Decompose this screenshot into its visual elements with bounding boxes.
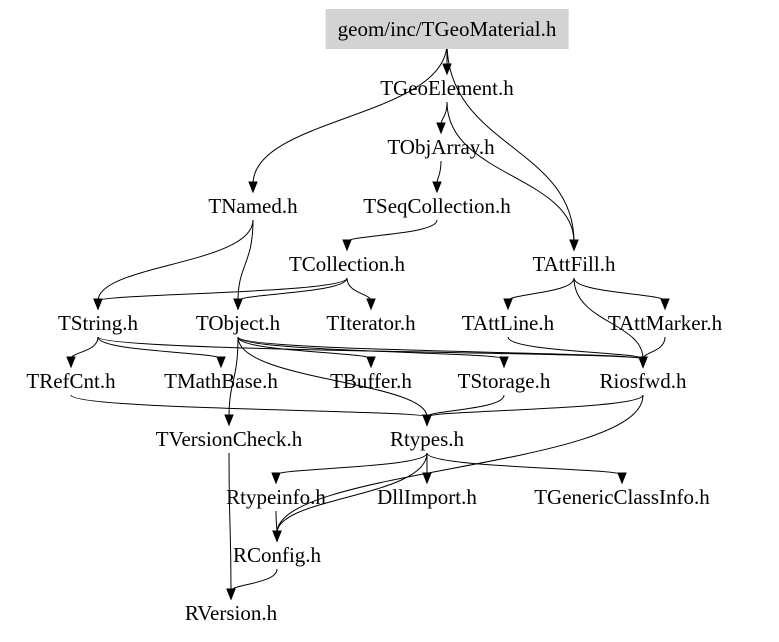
graph-node[interactable]: Rtypes.h xyxy=(389,427,465,451)
graph-node[interactable]: Rtypeinfo.h xyxy=(226,485,326,509)
edge-Riosfwd-Rtypes xyxy=(426,394,644,418)
edge-Rtypes-TGenericClassInfo xyxy=(426,452,623,476)
edge-root-TNamed xyxy=(252,42,448,185)
arrowhead-icon xyxy=(226,588,236,601)
edge-TCollection-TString xyxy=(97,277,348,302)
arrowhead-icon xyxy=(233,298,243,311)
edge-TString-TMathBase xyxy=(97,336,222,360)
arrowhead-icon xyxy=(638,356,648,369)
edge-Riosfwd-RConfig xyxy=(276,394,644,534)
graph-node[interactable]: TObject.h xyxy=(195,311,281,335)
edge-Rtypes-Rtypeinfo xyxy=(275,452,428,476)
root-node[interactable]: geom/inc/TGeoMaterial.h xyxy=(325,9,569,49)
arrowhead-icon xyxy=(366,298,376,311)
graph-node[interactable]: TAttFill.h xyxy=(532,252,616,276)
edge-TString-Riosfwd xyxy=(97,336,644,360)
arrowhead-icon xyxy=(436,122,446,135)
graph-node[interactable]: TIterator.h xyxy=(326,311,416,335)
arrowhead-icon xyxy=(366,356,376,369)
arrowhead-icon xyxy=(66,356,76,369)
arrowhead-icon xyxy=(569,239,579,252)
graph-node[interactable]: RConfig.h xyxy=(232,543,322,567)
edge-TNamed-TObject xyxy=(237,219,254,302)
arrowhead-icon xyxy=(422,472,432,485)
edge-TCollection-TObject xyxy=(237,277,348,302)
arrowhead-icon xyxy=(216,356,226,369)
edge-TGeoElement-TObjArray xyxy=(440,101,448,126)
edge-TString-TRefCnt xyxy=(70,336,99,360)
graph-node[interactable]: TAttLine.h xyxy=(461,311,555,335)
edge-TObject-Rtypes xyxy=(237,336,428,418)
edge-TNamed-TString xyxy=(97,219,254,302)
edge-TObject-TVersionCheck xyxy=(228,336,239,418)
edge-TObjArray-TSeqCollection xyxy=(436,160,442,185)
arrowhead-icon xyxy=(93,298,103,311)
edge-root-TAttFill xyxy=(446,42,575,243)
arrowhead-icon xyxy=(422,414,432,427)
graph-node[interactable]: RVersion.h xyxy=(184,601,278,625)
graph-node[interactable]: TSeqCollection.h xyxy=(363,194,511,218)
edge-TAttLine-Riosfwd xyxy=(507,336,644,360)
graph-node[interactable]: TString.h xyxy=(58,311,138,335)
graph-node[interactable]: Riosfwd.h xyxy=(599,369,687,393)
edge-TStorage-Rtypes xyxy=(426,394,505,418)
graph-node[interactable]: TRefCnt.h xyxy=(26,369,116,393)
arrowhead-icon xyxy=(503,298,513,311)
arrowhead-icon xyxy=(342,239,352,252)
arrowhead-icon xyxy=(224,414,234,427)
graph-node[interactable]: TAttMarker.h xyxy=(607,311,723,335)
graph-node[interactable]: TObjArray.h xyxy=(387,135,495,159)
graph-node[interactable]: DllImport.h xyxy=(377,485,477,509)
edge-TObject-TBuffer xyxy=(237,336,372,360)
edge-TObject-Riosfwd xyxy=(237,336,644,360)
arrowhead-icon xyxy=(248,181,258,194)
edge-TAttFill-Riosfwd xyxy=(573,277,644,360)
arrowhead-icon xyxy=(617,472,627,485)
graph-node[interactable]: TNamed.h xyxy=(208,194,298,218)
graph-node[interactable]: TMathBase.h xyxy=(164,369,278,393)
arrowhead-icon xyxy=(432,181,442,194)
edge-TObject-TStorage xyxy=(237,336,505,360)
graph-node[interactable]: TGeoElement.h xyxy=(380,76,514,100)
edge-RConfig-RVersion xyxy=(230,568,278,592)
graph-node[interactable]: TVersionCheck.h xyxy=(155,427,303,451)
arrowhead-icon xyxy=(272,530,282,543)
edge-TSeqCollection-TCollection xyxy=(346,219,438,243)
graph-node[interactable]: TStorage.h xyxy=(457,369,551,393)
edge-Rtypeinfo-RConfig xyxy=(275,510,278,534)
arrowhead-icon xyxy=(271,472,281,485)
graph-node[interactable]: TBuffer.h xyxy=(330,369,412,393)
graph-node[interactable]: TGenericClassInfo.h xyxy=(534,485,710,509)
edge-TAttFill-TAttLine xyxy=(507,277,575,302)
edge-TAttMarker-Riosfwd xyxy=(642,336,666,360)
edge-TRefCnt-Rtypes xyxy=(70,394,428,418)
edge-TAttFill-TAttMarker xyxy=(573,277,666,302)
arrowhead-icon xyxy=(660,298,670,311)
graph-node[interactable]: TCollection.h xyxy=(288,252,406,276)
edge-Rtypes-RConfig xyxy=(276,452,428,534)
edge-TVersionCheck-RVersion xyxy=(228,452,232,592)
arrowhead-icon xyxy=(499,356,509,369)
edge-TCollection-TIterator xyxy=(346,277,372,302)
edge-TGeoElement-TAttFill xyxy=(446,101,575,243)
